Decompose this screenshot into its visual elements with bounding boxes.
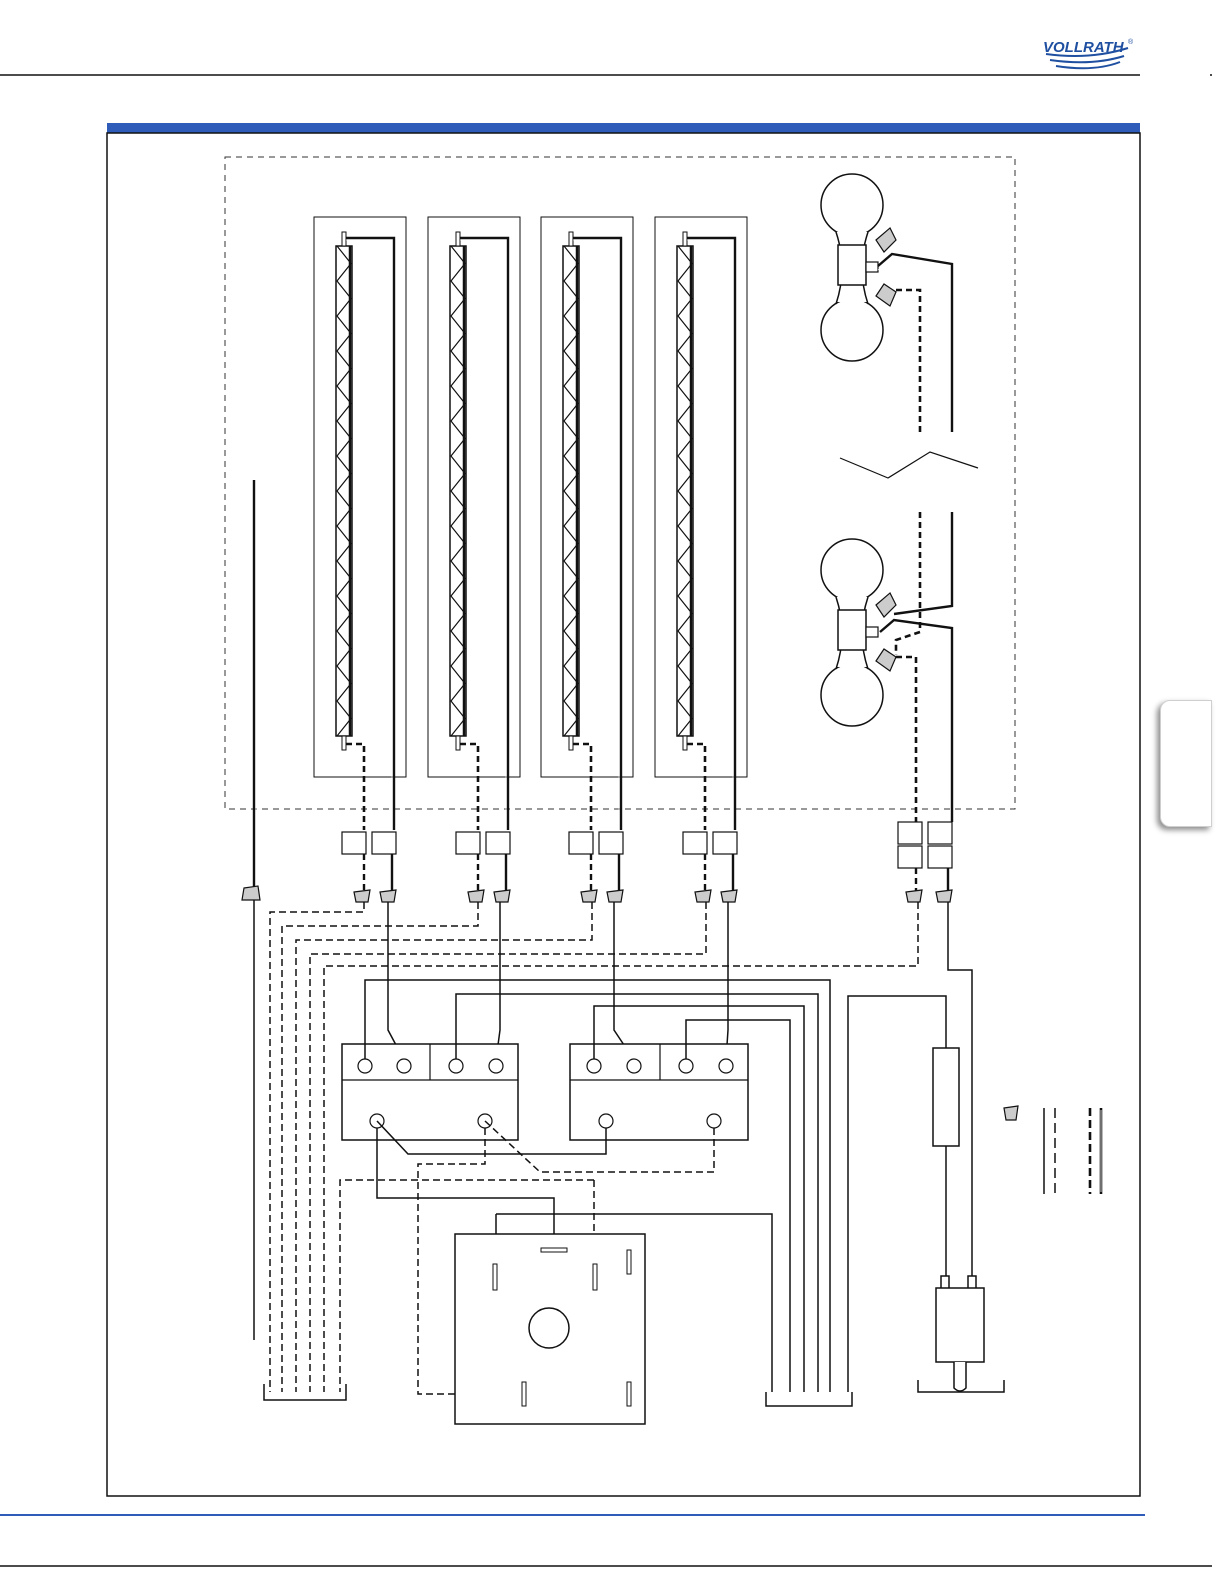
lamp-bulb-lower: [821, 299, 883, 361]
thermostat-control: [455, 1234, 645, 1424]
wire-nut-icon: [876, 649, 896, 671]
wire-nut-icon: [468, 890, 484, 902]
connector-block: [486, 832, 510, 854]
power-plug: [936, 1288, 984, 1362]
brand-trademark: ®: [1128, 38, 1134, 46]
element-connector-pair: [456, 832, 510, 902]
left-bus-bracket: [264, 1384, 346, 1400]
element-connector-pair: [342, 832, 396, 902]
wire-nut-icon: [1004, 1106, 1018, 1120]
wire-nut-icon: [607, 890, 623, 902]
lamp-assembly-top: [821, 174, 952, 432]
terminal-screw: [707, 1114, 721, 1128]
heating-element: [428, 217, 520, 830]
wire-nut-icon: [721, 890, 737, 902]
lamp-bulb-upper: [821, 174, 883, 236]
power-supply: [848, 902, 1004, 1392]
wire-nut-icon: [876, 593, 896, 617]
brand-name: VOLLRATH: [1043, 39, 1125, 56]
heating-element: [541, 217, 633, 830]
terminal-screw: [449, 1059, 463, 1073]
lamp-assembly-bottom: [821, 512, 952, 822]
wire-nut-icon: [494, 890, 510, 902]
lamp-terminal-connectors: [898, 822, 952, 902]
connector-block: [456, 832, 480, 854]
right-bus-bracket: [766, 1392, 852, 1406]
heating-element: [314, 217, 406, 830]
wire-nut-icon: [581, 890, 597, 902]
terminal-screw: [679, 1059, 693, 1073]
terminal-block-right: [570, 1044, 748, 1140]
heating-elements: [314, 217, 747, 830]
terminal-screw: [489, 1059, 503, 1073]
connector-block: [683, 832, 707, 854]
connector-block: [372, 832, 396, 854]
fuse-holder: [933, 1048, 959, 1146]
terminal-screw: [358, 1059, 372, 1073]
solid-element-wires: [388, 902, 728, 1060]
element-connectors: [342, 832, 737, 902]
terminal-screw: [627, 1059, 641, 1073]
lamp-bulb-lower: [821, 664, 883, 726]
wire-nut-icon: [695, 890, 711, 902]
wire-nut-icon: [242, 886, 260, 900]
connector-block: [342, 832, 366, 854]
terminal-block-left: [342, 1044, 518, 1140]
lamp-socket: [838, 245, 866, 285]
terminal-screw: [599, 1114, 613, 1128]
connector-block: [599, 832, 623, 854]
terminal-screw: [397, 1059, 411, 1073]
element-connector-pair: [683, 832, 737, 902]
wire-nut-icon: [876, 228, 896, 252]
brand-logo: VOLLRATH ®: [1040, 38, 1134, 68]
header: VOLLRATH ®: [0, 38, 1212, 133]
break-line: [840, 452, 978, 478]
terminal-screw: [587, 1059, 601, 1073]
connector-block: [713, 832, 737, 854]
accent-bar: [107, 123, 1140, 133]
terminal-screw: [719, 1059, 733, 1073]
probe-wire: [242, 480, 260, 1340]
lamp-bulb-upper: [821, 539, 883, 601]
heating-element: [655, 217, 747, 830]
wire-nut-icon: [876, 284, 896, 306]
lamp-socket: [838, 610, 866, 650]
element-connector-pair: [569, 832, 623, 902]
wire-legend: [1004, 1106, 1101, 1194]
wire-nut-icon: [906, 890, 922, 902]
connector-block: [569, 832, 593, 854]
wire-nut-icon: [354, 890, 370, 902]
section-tab[interactable]: [1160, 700, 1212, 827]
wire-nut-icon: [936, 890, 952, 902]
wire-nut-icon: [380, 890, 396, 902]
thermostat-knob: [529, 1308, 569, 1348]
